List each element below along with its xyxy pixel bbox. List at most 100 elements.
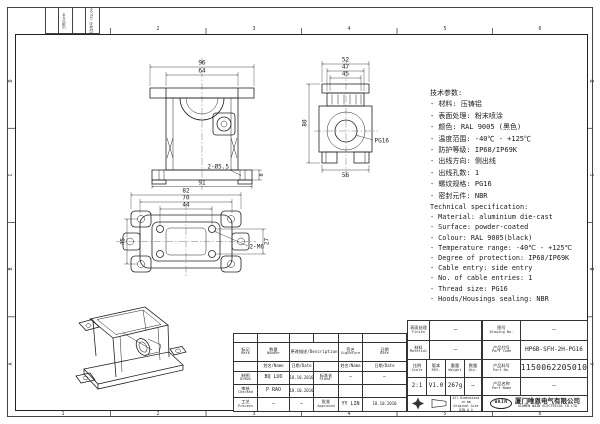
dim-top-outer: 82 xyxy=(182,188,190,195)
zone-number: 6 xyxy=(538,26,542,32)
notes-cn-line: - 出线孔数: 1 xyxy=(430,168,480,177)
notes-en-title: Technical specification: xyxy=(430,203,529,211)
blank-cell xyxy=(363,385,406,397)
stand-name: – xyxy=(339,372,363,384)
dim-side-thread: PG16 xyxy=(375,138,390,145)
rev-empty-cell xyxy=(258,334,290,342)
dim-top-mid: 70 xyxy=(182,195,190,202)
notes-english: Technical specification: - Material: alu… xyxy=(430,202,588,304)
sub-name: 姓名/Name xyxy=(258,362,290,371)
notes-cn-line: - 螺纹规格: PG16 xyxy=(430,180,492,189)
notes-cn-line: - 表面处理: 粉末喷涂 xyxy=(430,111,503,120)
notes-cn-line: - 密封元件: NBR xyxy=(430,191,488,200)
notes-en-line: - Colour: RAL 9005(black) xyxy=(430,233,533,242)
partname-value: – xyxy=(552,382,556,390)
zone-number: 5 xyxy=(443,411,447,417)
notes-en-line: - Cable entry: side entry xyxy=(430,264,533,273)
revision-cell: 日期/Date xyxy=(59,8,73,33)
checked-name: P RAO xyxy=(258,385,290,397)
sheet-outer-border xyxy=(7,7,593,417)
notes-cn-line: - 颜色: RAL 9005 (黑色) xyxy=(430,123,522,132)
notes-en-line: - Hoods/Housings sealing: NBR xyxy=(430,294,549,303)
notes-en-line: - Degree of protection: IP68/IP69K xyxy=(430,254,570,263)
projection-symbols xyxy=(408,396,451,411)
drawingno-value: – xyxy=(552,326,556,334)
top-view: 82 70 44 45 27 2-M6 xyxy=(116,188,271,278)
finish-value: – xyxy=(453,326,458,334)
notes-en-line: - Temperature range: -40℃ - +125℃ xyxy=(430,243,573,252)
side-view: PG16 52 47 45 80 56 xyxy=(302,57,390,180)
dim-top-hleft: 45 xyxy=(120,238,127,246)
dim-front-inner: 64 xyxy=(198,68,206,75)
sub-name: 姓名/Name xyxy=(339,362,363,371)
rev-empty-cell xyxy=(234,334,258,342)
zone-number: 4 xyxy=(347,26,351,32)
rev-value: V1.0 xyxy=(427,378,446,395)
company-logo: WAIN xyxy=(490,398,512,409)
company-name-en: XIAMEN WAIN ELECTRICAL CO.LTD xyxy=(517,404,578,409)
dim-front-outer: 96 xyxy=(198,60,206,67)
zone-number: 1 xyxy=(61,411,65,417)
notes-en-line: - Material: aluminium die-cast xyxy=(430,213,553,222)
sub-date: 日期/Date xyxy=(374,363,395,369)
weight-value: 267g xyxy=(446,378,465,395)
notes-cn-line: - 材料: 压铸铝 xyxy=(430,100,482,109)
zone-number: 3 xyxy=(252,411,256,417)
zone-number: 4 xyxy=(347,411,351,417)
notes-en-line: - No. of cable entries: 1 xyxy=(430,274,533,283)
scale-value: 2:1 xyxy=(408,378,427,395)
blank-cell xyxy=(314,385,339,397)
approved-name: YY LIN xyxy=(339,398,363,411)
dimension-note: All Dimensions in mm Original Size DIN A… xyxy=(452,396,480,411)
rev-empty-cell xyxy=(314,334,339,342)
isometric-view xyxy=(75,306,187,390)
notes-cn-line: - 防护等级: IP68/IP69K xyxy=(430,146,518,155)
notes-cn-line: - 出线方向: 侧出线 xyxy=(430,157,496,166)
blank-cell xyxy=(339,385,363,397)
sub-empty xyxy=(234,362,258,371)
dim-side-w3: 45 xyxy=(342,71,350,78)
dim-front-height: 8 xyxy=(259,173,265,176)
notes-chinese: 技术参数: - 材料: 压铸铝 - 表面处理: 粉末喷涂 - 颜色: RAL 9… xyxy=(430,88,588,202)
notes-en-line: - Surface: powder-coated xyxy=(430,223,529,232)
company-name-cn: 厦门唯恩电气有限公司 xyxy=(515,396,580,405)
front-view: 96 64 2-Ø5.5 91 8 xyxy=(149,58,265,192)
dim-side-w1: 52 xyxy=(342,57,350,64)
revision-strip: 日期/Date 更改单号 Chg.Doc xyxy=(45,7,100,34)
rev-empty-cell xyxy=(339,334,363,342)
revision-cell xyxy=(46,8,60,33)
revision-cell xyxy=(73,8,86,33)
dim-front-base: 91 xyxy=(198,180,206,187)
process-date: – xyxy=(290,398,314,411)
dim-top-hright: 27 xyxy=(264,238,271,246)
company-block: WAIN 厦门唯恩电气有限公司 XIAMEN WAIN ELECTRICAL C… xyxy=(483,396,587,411)
qty-value: – xyxy=(471,382,475,390)
zone-number: 3 xyxy=(252,26,256,32)
rev-empty-cell xyxy=(363,334,406,342)
notes-cn-line: - 温度范围: -40℃ - +125℃ xyxy=(430,134,532,143)
dim-top-screwspec: 2-M6 xyxy=(250,244,265,251)
dim-top-screws: 44 xyxy=(182,202,190,209)
stand-date: – xyxy=(382,374,386,381)
zone-number: 2 xyxy=(156,411,160,417)
